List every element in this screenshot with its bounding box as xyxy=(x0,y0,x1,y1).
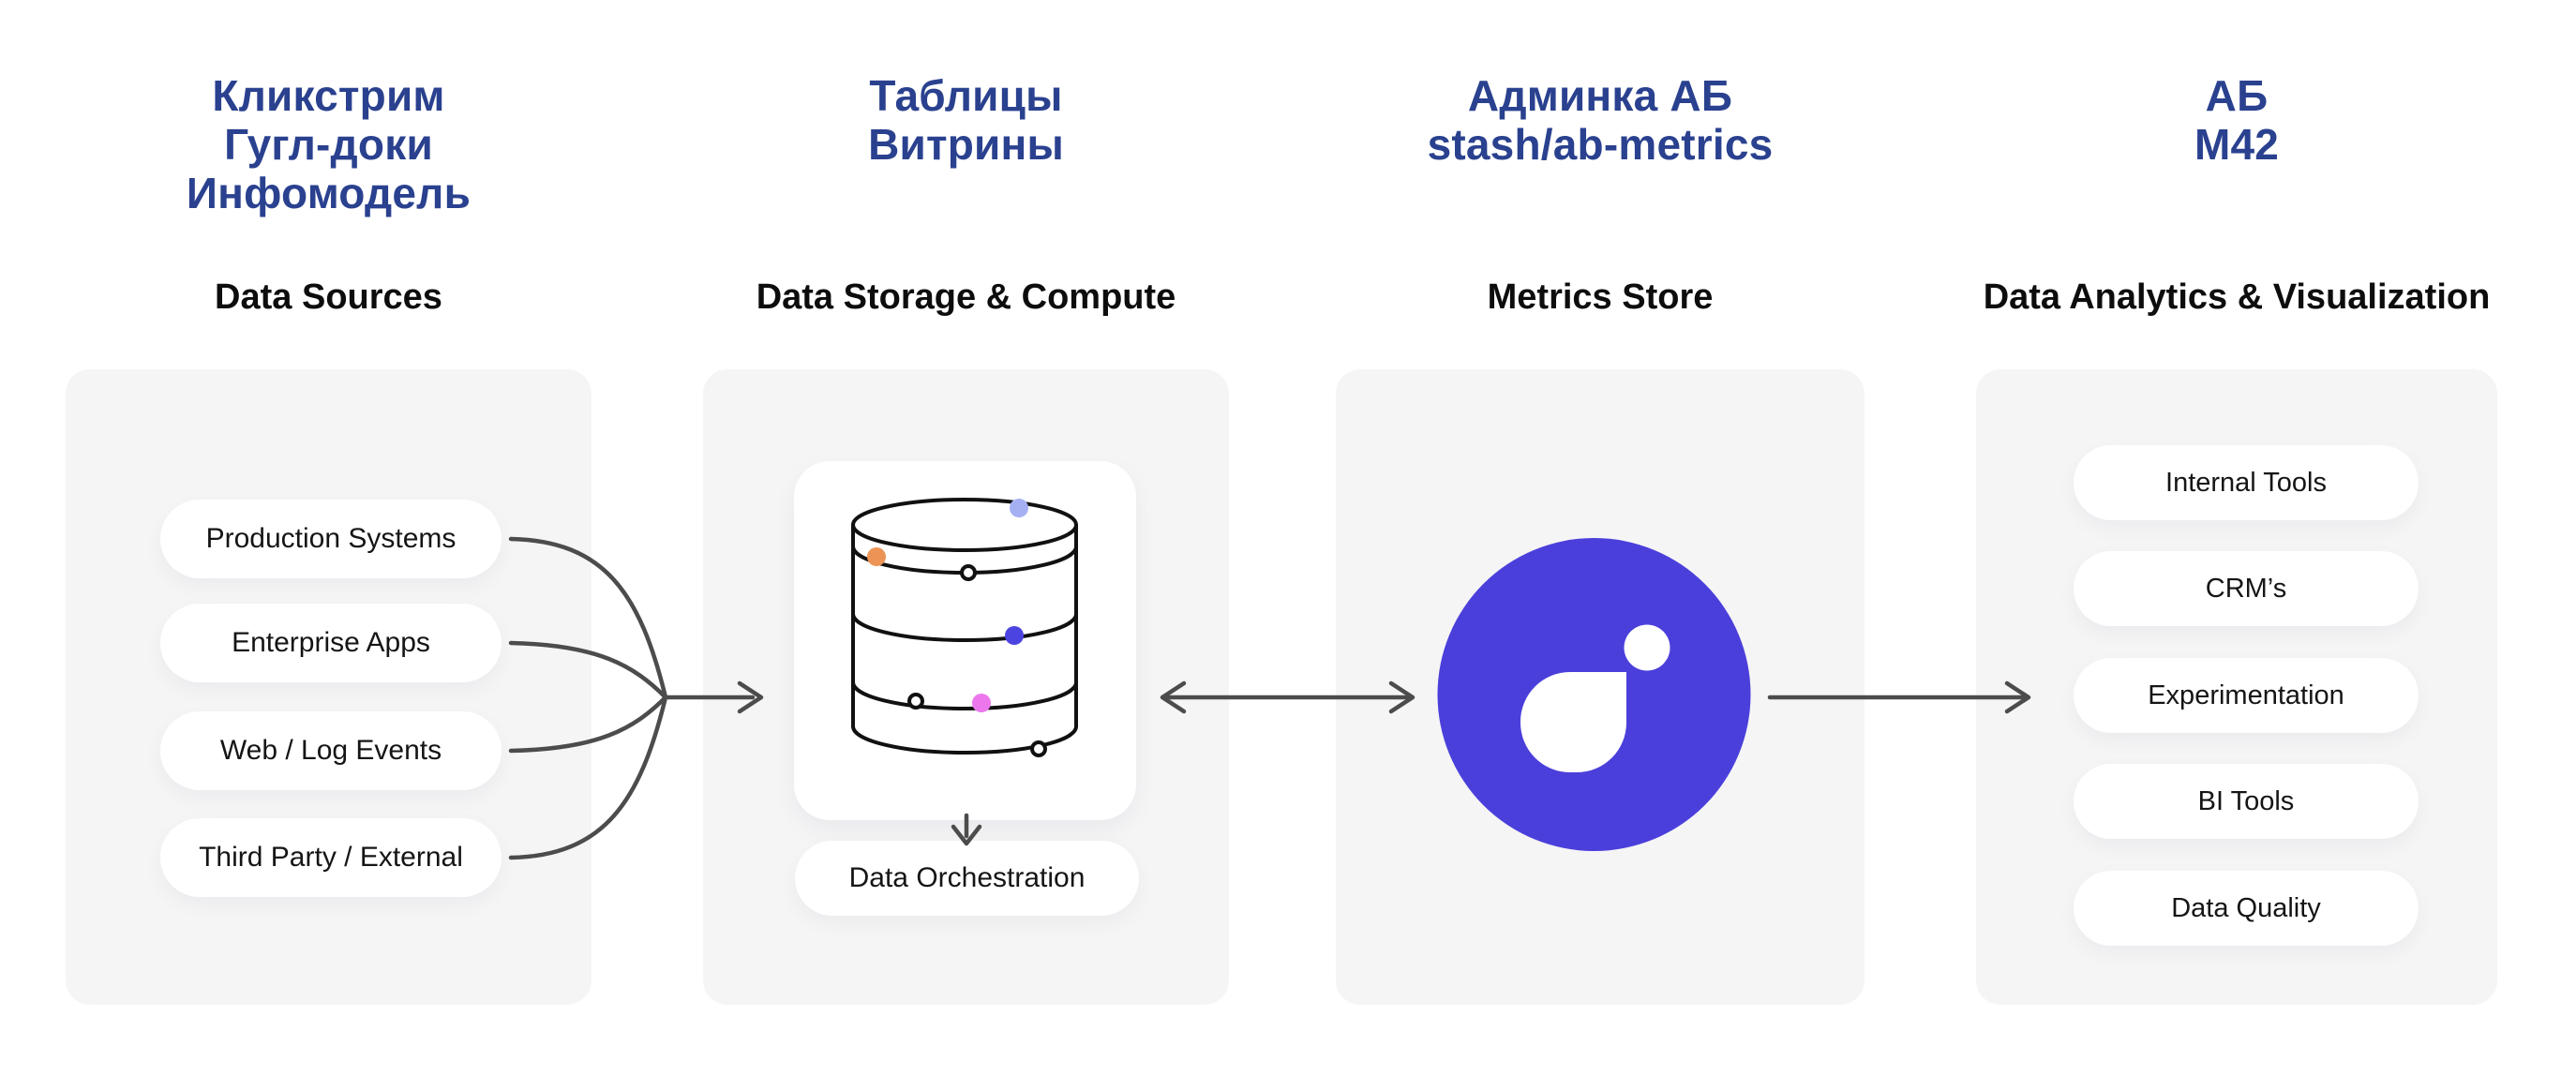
title-line: Таблицы xyxy=(869,71,1063,120)
column-title-metrics: Админка АБ stash/ab-metrics xyxy=(1336,71,1865,169)
subtitle-data-storage: Data Storage & Compute xyxy=(756,277,1176,317)
title-line: Витрины xyxy=(868,120,1064,169)
subtitle-data-sources: Data Sources xyxy=(215,277,442,317)
pill-production-systems: Production Systems xyxy=(160,500,502,578)
title-line: Гугл-доки xyxy=(224,120,433,169)
column-title-storage: Таблицы Витрины xyxy=(703,71,1229,169)
dot-pink xyxy=(972,694,991,712)
logo-droplet-shape xyxy=(1520,672,1626,772)
subtitle-metrics-store: Metrics Store xyxy=(1487,277,1714,317)
title-line: stash/ab-metrics xyxy=(1427,120,1774,169)
metrics-droplet-logo-icon xyxy=(1437,538,1751,851)
subtitle-data-analytics: Data Analytics & Visualization xyxy=(1983,277,2491,317)
title-line: Кликстрим xyxy=(212,71,445,120)
title-line: АБ xyxy=(2205,71,2269,120)
panel-data-sources xyxy=(66,369,592,1005)
title-line: Админка АБ xyxy=(1467,71,1733,120)
title-line: М42 xyxy=(2194,120,2280,169)
pill-crms: CRM’s xyxy=(2074,551,2419,626)
pill-experimentation: Experimentation xyxy=(2074,658,2419,733)
column-title-sources: Кликстрим Гугл-доки Инфомодель xyxy=(66,71,592,217)
pill-enterprise-apps: Enterprise Apps xyxy=(160,604,502,682)
ring-dot xyxy=(960,564,977,581)
storage-card xyxy=(794,461,1136,820)
pill-third-party-external: Third Party / External xyxy=(160,818,502,897)
dot-indigo xyxy=(1005,626,1024,645)
pill-data-quality: Data Quality xyxy=(2074,871,2419,946)
pill-bi-tools: BI Tools xyxy=(2074,764,2419,839)
ring-dot xyxy=(1030,740,1047,757)
title-line: Инфомодель xyxy=(186,169,472,217)
pill-web-log-events: Web / Log Events xyxy=(160,711,502,790)
dot-orange xyxy=(867,547,886,566)
dot-periwinkle xyxy=(1010,499,1028,517)
pill-data-orchestration: Data Orchestration xyxy=(795,841,1139,916)
pill-internal-tools: Internal Tools xyxy=(2074,445,2419,520)
database-cylinder-icon xyxy=(851,498,1078,757)
column-title-analytics: АБ М42 xyxy=(1976,71,2497,169)
ring-dot xyxy=(907,693,924,710)
logo-small-circle xyxy=(1624,624,1670,671)
